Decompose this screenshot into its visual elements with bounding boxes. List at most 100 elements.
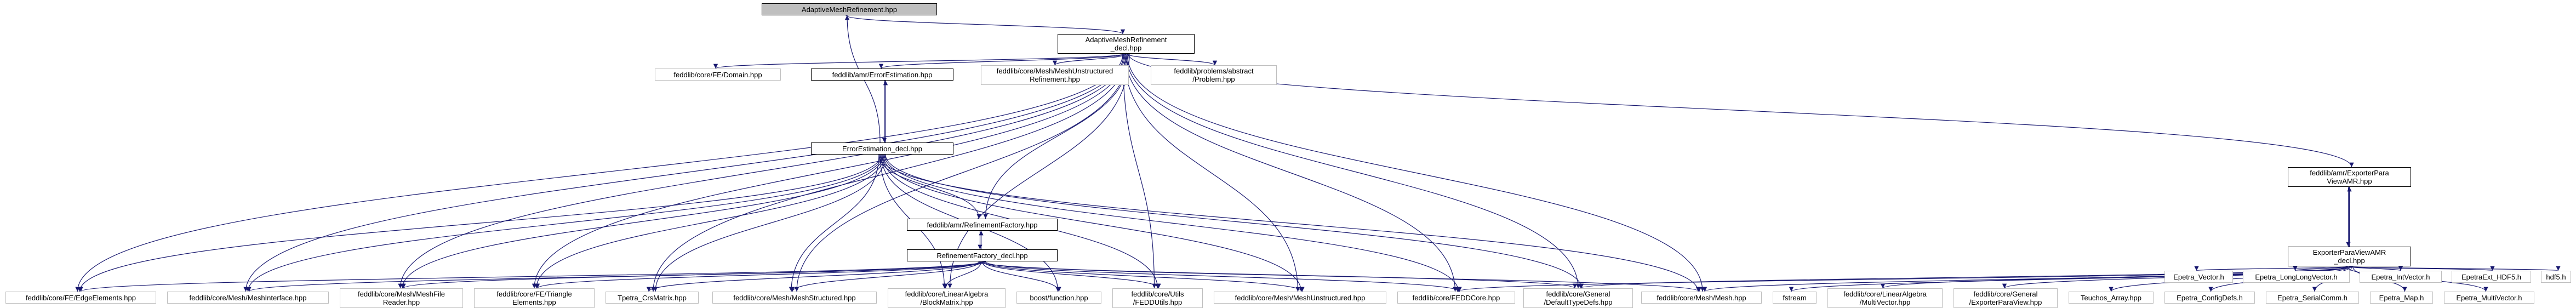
edge-ref-factory-decl-to-edge-elements: [78, 261, 983, 292]
edge-exporter-amr-decl-to-multivector: [1881, 266, 2348, 289]
edge-ref-factory-decl-to-feddunits: [983, 261, 1161, 289]
node-label: feddlib/core/Mesh/MeshUnstructured Refin…: [996, 67, 1113, 83]
node-tpetra-crs: Tpetra_CrsMatrix.hpp: [606, 292, 699, 304]
node-label: Teuchos_Array.hpp: [2080, 293, 2142, 302]
edge-amr-decl-to-fe-triangle: [532, 53, 1127, 289]
node-default-type-defs: feddlib/core/General /DefaultTypeDefs.hp…: [1523, 288, 1633, 308]
node-ref-factory-decl[interactable]: RefinementFactory_decl.hpp: [907, 249, 1058, 261]
node-label: EpetraExt_HDF5.h: [2461, 272, 2522, 281]
node-label: Tpetra_CrsMatrix.hpp: [618, 293, 687, 302]
node-exporter-amr-decl[interactable]: ExporterParaViewAMR _decl.hpp: [2288, 247, 2411, 266]
node-label: feddlib/core/FEDDCore.hpp: [1412, 293, 1500, 302]
node-ref-factory[interactable]: feddlib/amr/RefinementFactory.hpp: [907, 219, 1058, 231]
edge-ref-factory-decl-to-mesh-unstructured: [984, 261, 1305, 292]
node-amr-decl[interactable]: AdaptiveMeshRefinement _decl.hpp: [1058, 34, 1195, 54]
node-boost-function: boost/function.hpp: [1016, 292, 1101, 304]
node-label: Epetra_Map.h: [2379, 293, 2424, 302]
node-epetra-longlong: Epetra_LongLongVector.h: [2243, 271, 2350, 283]
node-teuchos-array: Teuchos_Array.hpp: [2069, 292, 2154, 304]
edge-err-est-decl-to-mesh-file-reader: [400, 154, 884, 289]
edge-ref-factory-decl-to-fe-triangle: [535, 261, 986, 289]
edge-amr-decl-to-mesh-file-reader: [398, 53, 1126, 289]
node-label: ErrorEstimation_decl.hpp: [842, 144, 922, 153]
node-fstream: fstream: [1773, 292, 1817, 304]
node-epetra-configdefs: Epetra_ConfigDefs.h: [2164, 292, 2255, 304]
edge-ref-factory-decl-to-mesh-hpp: [979, 261, 1701, 292]
edge-err-est-decl-to-mesh-hpp: [878, 154, 1701, 292]
edge-amr-decl-to-mesh-hpp: [1127, 53, 1705, 292]
node-label: Epetra_SerialComm.h: [2277, 293, 2347, 302]
node-label: RefinementFactory_decl.hpp: [936, 251, 1028, 260]
edge-amr-decl-to-mesh-unstructured: [1123, 53, 1300, 292]
edge-err-est-decl-to-tpetra-crs: [653, 154, 886, 292]
node-fedd-core: feddlib/core/FEDDCore.hpp: [1397, 292, 1515, 304]
node-label: Epetra_Vector.h: [2173, 272, 2224, 281]
edge-amr-decl-to-block-matrix: [947, 53, 1130, 289]
node-label: Epetra_ConfigDefs.h: [2177, 293, 2243, 302]
node-label: Epetra_IntVector.h: [2371, 272, 2430, 281]
node-epetra-vector: Epetra_Vector.h: [2164, 271, 2233, 283]
edge-err-est-decl-to-ref-factory: [878, 154, 981, 219]
node-fe-triangle: feddlib/core/FE/Triangle Elements.hpp: [474, 288, 595, 308]
node-epetra-multivector: Epetra_MultiVector.h: [2444, 292, 2534, 304]
node-label: feddlib/core/Mesh/MeshInterface.hpp: [189, 293, 307, 302]
node-label: feddlib/core/FE/Domain.hpp: [673, 70, 762, 79]
edge-err-est-decl-to-fedd-core: [884, 154, 1461, 292]
node-label: feddlib/amr/RefinementFactory.hpp: [927, 220, 1038, 229]
edge-amr-decl-to-feddunits: [1122, 53, 1157, 289]
edge-amr-decl-to-edge-elements: [75, 53, 1123, 292]
edge-exporter-amr-decl-to-epetra-longlong: [2293, 266, 2349, 271]
node-multivector: feddlib/core/LinearAlgebra /MultiVector.…: [1827, 288, 1943, 308]
edge-amr-decl-to-mesh-interface: [243, 53, 1124, 292]
node-abstract-problem: feddlib/problems/abstract /Problem.hpp: [1151, 65, 1277, 85]
node-epetra-map: Epetra_Map.h: [2370, 292, 2433, 304]
node-exporter-amr[interactable]: feddlib/amr/ExporterPara ViewAMR.hpp: [2288, 167, 2411, 187]
node-label: feddlib/core/Mesh/Mesh.hpp: [1657, 293, 1746, 302]
edge-amr-decl-to-fedd-core: [1124, 53, 1458, 292]
node-label: feddlib/core/LinearAlgebra /MultiVector.…: [1843, 290, 1927, 306]
edge-amr-decl-to-mesh-unstr-ref: [1052, 53, 1127, 66]
edge-exporter-amr-decl-to-default-type-defs: [1578, 266, 2352, 289]
node-mesh-unstr-ref: feddlib/core/Mesh/MeshUnstructured Refin…: [981, 65, 1129, 85]
edge-exporter-amr-decl-to-hdf5: [2351, 266, 2560, 271]
node-label: feddlib/core/LinearAlgebra /BlockMatrix.…: [905, 290, 989, 306]
edge-exporter-amr-decl-to-epetra-intvector: [2349, 266, 2403, 271]
node-fe-domain: feddlib/core/FE/Domain.hpp: [655, 69, 781, 81]
node-mesh-structured: feddlib/core/Mesh/MeshStructured.hpp: [712, 292, 877, 304]
edge-err-est-decl-to-mesh-unstructured: [883, 154, 1304, 292]
node-err-est-decl[interactable]: ErrorEstimation_decl.hpp: [811, 142, 953, 155]
edge-ref-factory-decl-to-block-matrix: [943, 261, 982, 289]
node-label: hdf5.h: [2546, 272, 2566, 281]
edge-ref-factory-decl-to-tpetra-crs: [646, 261, 980, 292]
edge-err-est-decl-to-edge-elements: [77, 154, 882, 292]
edge-err-est-decl-to-default-type-defs: [885, 154, 1584, 289]
edge-ref-factory-decl-to-boost-function: [981, 261, 1061, 292]
node-label: AdaptiveMeshRefinement.hpp: [801, 5, 898, 14]
node-label: feddlib/core/Mesh/MeshFile Reader.hpp: [358, 290, 445, 306]
node-mesh-interface: feddlib/core/Mesh/MeshInterface.hpp: [167, 292, 329, 304]
node-label: Epetra_MultiVector.h: [2456, 293, 2522, 302]
edge-err-est-decl-to-mesh-structured: [789, 154, 879, 292]
node-label: feddlib/amr/ExporterPara ViewAMR.hpp: [2310, 169, 2389, 185]
node-label: ExporterParaViewAMR _decl.hpp: [2312, 248, 2386, 265]
node-label: feddlib/core/Mesh/MeshUnstructured.hpp: [1235, 293, 1366, 302]
node-label: boost/function.hpp: [1030, 293, 1088, 302]
node-label: feddlib/core/FE/EdgeElements.hpp: [26, 293, 136, 302]
node-root: AdaptiveMeshRefinement.hpp: [762, 3, 937, 15]
node-label: AdaptiveMeshRefinement _decl.hpp: [1085, 36, 1167, 52]
node-label: Epetra_LongLongVector.h: [2255, 272, 2338, 281]
edge-amr-decl-to-fe-domain: [713, 53, 1124, 69]
edge-amr-decl-to-abstract-problem: [1127, 53, 1218, 66]
node-hdf5: hdf5.h: [2541, 271, 2571, 283]
node-label: fstream: [1783, 293, 1807, 302]
node-block-matrix: feddlib/core/LinearAlgebra /BlockMatrix.…: [888, 288, 1006, 308]
edge-err-est-decl-to-fe-triangle: [534, 154, 885, 289]
edge-err-est-decl-to-mesh-interface: [245, 154, 883, 292]
node-err-est[interactable]: feddlib/amr/ErrorEstimation.hpp: [811, 69, 953, 81]
node-label: feddlib/core/General /ExporterParaView.h…: [1969, 290, 2042, 306]
node-exporter-paraview: feddlib/core/General /ExporterParaView.h…: [1954, 288, 2058, 308]
node-epetra-serialcomm: Epetra_SerialComm.h: [2266, 292, 2359, 304]
node-mesh-file-reader: feddlib/core/Mesh/MeshFile Reader.hpp: [340, 288, 463, 308]
node-epetra-intvector: Epetra_IntVector.h: [2360, 271, 2442, 283]
